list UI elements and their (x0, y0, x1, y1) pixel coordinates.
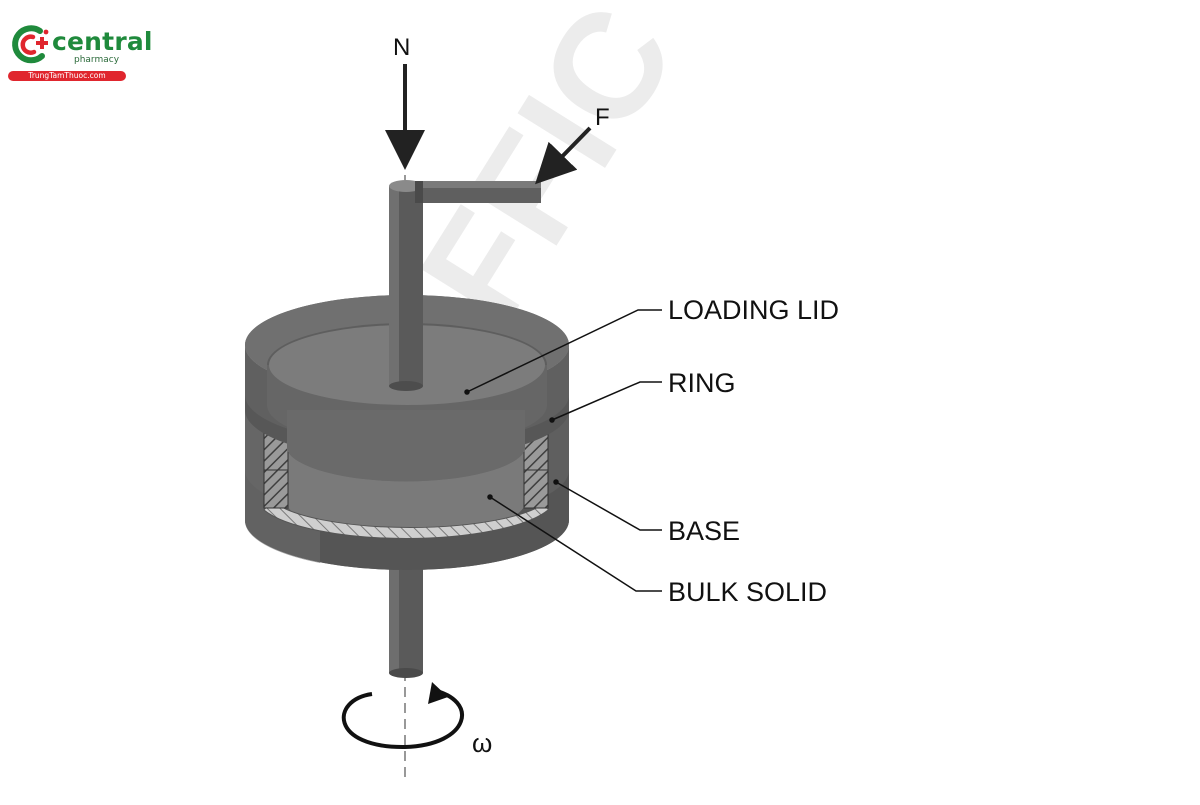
base-right-section (523, 469, 549, 509)
label-bulk-solid: BULK SOLID (668, 577, 827, 607)
lid-rod (389, 180, 423, 391)
leader-lines (464, 309, 662, 592)
brand-logo-subtitle: pharmacy (74, 55, 120, 65)
rotation-arrow (341, 682, 464, 750)
brand-logo-name: central (52, 27, 153, 56)
brand-logo[interactable]: central pharmacy TrungTamThuoc.com (6, 22, 153, 84)
base-left-section (263, 469, 289, 509)
shear-force-label: F (595, 104, 610, 131)
leader-ring (551, 381, 662, 421)
leader-base (555, 481, 662, 531)
leader-loading-lid (466, 309, 662, 393)
leader-bulk-solid (489, 496, 662, 592)
label-base: BASE (668, 516, 740, 546)
brand-logo-url: TrungTamThuoc.com (8, 71, 126, 81)
lever-arm (415, 181, 541, 203)
label-loading-lid: LOADING LID (668, 295, 839, 325)
angular-velocity-label: ω (472, 728, 492, 758)
brand-logo-mark-icon (12, 25, 49, 64)
label-ring: RING (668, 368, 736, 398)
shear-force-arrow (535, 126, 592, 185)
normal-force-label: N (393, 34, 410, 61)
